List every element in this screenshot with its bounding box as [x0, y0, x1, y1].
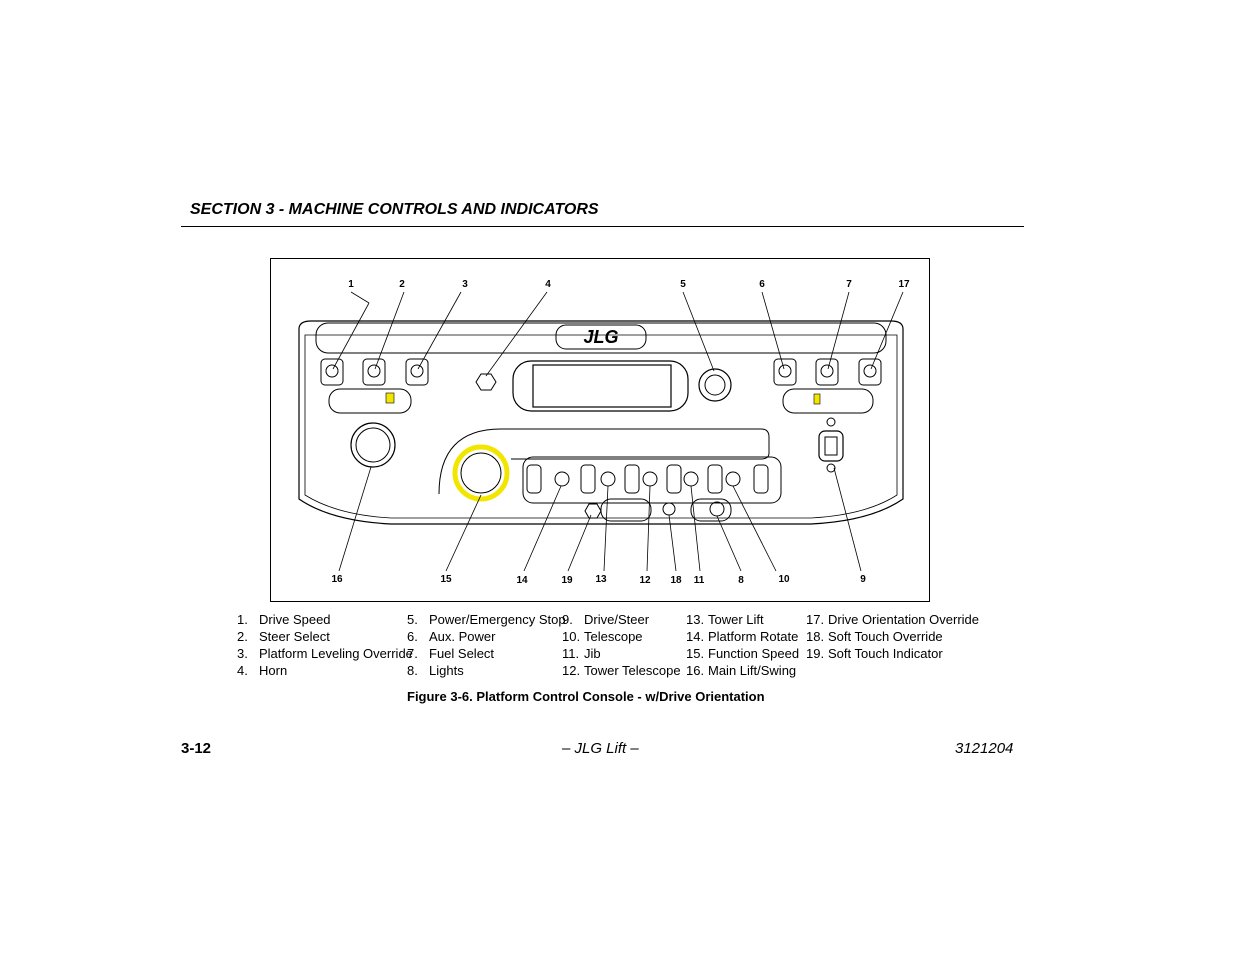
console-outline — [298, 320, 904, 525]
legend-item: 6.Aux. Power — [407, 629, 496, 644]
legend-item: 10.Telescope — [562, 629, 643, 644]
legend-item: 9.Drive/Steer — [562, 612, 650, 627]
main-lift-swing-joystick — [350, 422, 396, 468]
legend-column-3: 9.Drive/Steer 10.Telescope 11.Jib 12.Tow… — [562, 611, 681, 679]
legend-item: 13.Tower Lift — [686, 612, 764, 627]
horn-button — [475, 373, 497, 391]
legend-column-4: 13.Tower Lift 14.Platform Rotate 15.Func… — [686, 611, 799, 679]
callout-4: 4 — [545, 279, 551, 290]
legend-item: 8.Lights — [407, 663, 464, 678]
legend-item: 17.Drive Orientation Override — [806, 612, 979, 627]
legend-item: 3.Platform Leveling Override — [237, 646, 413, 661]
display-screen — [532, 364, 672, 408]
footer-title: – JLG Lift – — [562, 740, 639, 757]
legend-column-1: 1.Drive Speed 2.Steer Select 3.Platform … — [237, 611, 413, 679]
emergency-stop — [698, 368, 732, 402]
legend-item: 15.Function Speed — [686, 646, 800, 661]
figure-caption: Figure 3-6. Platform Control Console - w… — [407, 689, 765, 704]
console-figure: JLG — [270, 258, 930, 602]
legend-item: 19.Soft Touch Indicator — [806, 646, 943, 661]
callout-18: 18 — [670, 575, 682, 586]
legend-item: 11.Jib — [562, 646, 601, 661]
callout-8: 8 — [738, 575, 744, 586]
callout-10: 10 — [778, 574, 790, 585]
function-speed-dial — [452, 444, 510, 502]
callout-3: 3 — [462, 279, 468, 290]
callout-16: 16 — [331, 574, 343, 585]
document-number: 3121204 — [955, 740, 1014, 757]
callout-9: 9 — [860, 574, 866, 585]
legend-item: 18.Soft Touch Override — [806, 629, 943, 644]
callout-19: 19 — [561, 575, 573, 586]
callout-14: 14 — [516, 575, 528, 586]
jlg-logo: JLG — [583, 327, 618, 347]
callout-15: 15 — [440, 574, 452, 585]
callout-6: 6 — [759, 279, 765, 290]
page-number: 3-12 — [181, 740, 212, 757]
legend-column-2: 5.Power/Emergency Stop 6.Aux. Power 7.Fu… — [407, 611, 566, 679]
legend-item: 7.Fuel Select — [407, 646, 495, 661]
callout-11: 11 — [694, 575, 705, 586]
section-title: SECTION 3 - MACHINE CONTROLS AND INDICAT… — [190, 201, 599, 218]
callout-2: 2 — [399, 279, 405, 290]
legend-item: 2.Steer Select — [237, 629, 330, 644]
callout-7: 7 — [846, 279, 852, 290]
legend-item: 5.Power/Emergency Stop — [407, 612, 566, 627]
drive-steer-controller — [818, 430, 844, 462]
callout-1: 1 — [348, 279, 354, 290]
callout-12: 12 — [639, 575, 651, 586]
section-divider — [181, 226, 1024, 227]
console-drawing: JLG — [298, 279, 910, 586]
legend-item: 4.Horn — [237, 663, 288, 678]
legend-item: 1.Drive Speed — [237, 612, 331, 627]
legend-item: 14.Platform Rotate — [686, 629, 799, 644]
callout-17: 17 — [898, 279, 910, 290]
callout-5: 5 — [680, 279, 686, 290]
legend-item: 12.Tower Telescope — [562, 663, 681, 678]
callout-13: 13 — [595, 574, 607, 585]
legend-item: 16.Main Lift/Swing — [686, 663, 797, 678]
legend-column-5: 17.Drive Orientation Override 18.Soft To… — [806, 611, 979, 662]
display-bezel — [512, 360, 689, 412]
